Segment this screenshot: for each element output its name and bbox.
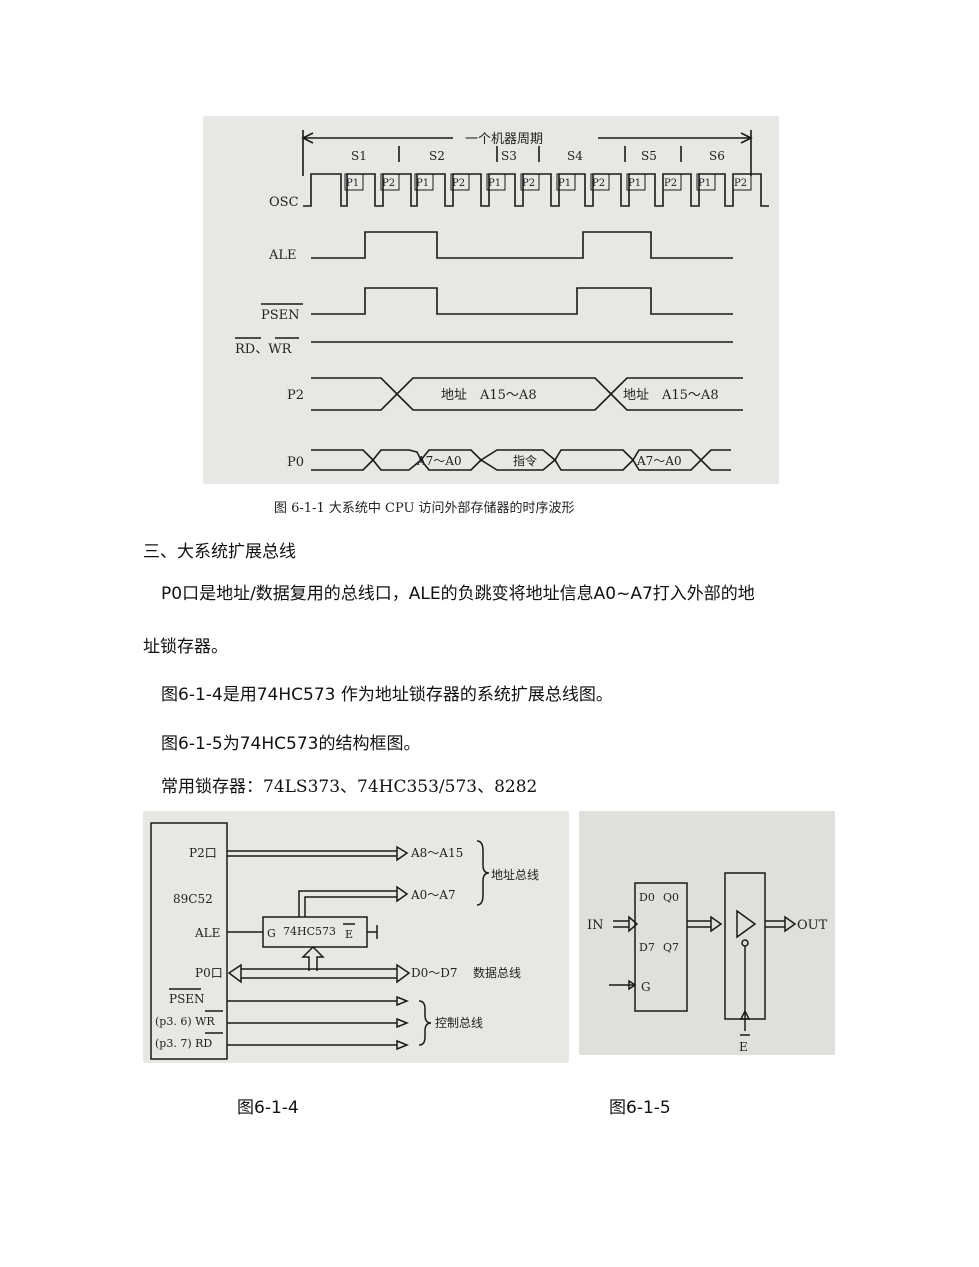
state-s4: S4 bbox=[567, 149, 583, 163]
figure-caption: 图 6-1-1 大系统中 CPU 访问外部存储器的时序波形 bbox=[274, 501, 575, 516]
phase-label: P1 bbox=[698, 178, 711, 189]
phase-label-boxes bbox=[344, 173, 752, 191]
output-label: OUT bbox=[797, 918, 828, 933]
arrow-a-low bbox=[396, 885, 409, 903]
state-s5: S5 bbox=[641, 149, 657, 163]
pin-d0: D0 bbox=[639, 891, 655, 904]
latch-pin-g: G bbox=[267, 927, 276, 940]
port-p2: P2口 bbox=[189, 846, 217, 860]
phase-label: P1 bbox=[488, 178, 501, 189]
machine-cycle-label: 一个机器周期 bbox=[465, 132, 543, 147]
p2-address-2: 地址 A15～A8 bbox=[623, 388, 719, 403]
psen-waveform bbox=[311, 287, 733, 315]
latch-pin-e: E bbox=[345, 928, 353, 941]
p2-bus-bottom bbox=[311, 392, 743, 411]
pin-g: G bbox=[641, 980, 651, 994]
phase-label: P2 bbox=[522, 178, 535, 189]
latch-name: 74HC573 bbox=[283, 925, 336, 938]
timing-diagram-figure: 一个机器周期 S1 S2 S3 S4 S5 S6 P1 P2 P1 P2 P1 … bbox=[203, 116, 779, 484]
control-bus-label: 控制总线 bbox=[435, 1016, 483, 1030]
p2-address-1: 地址 A15～A8 bbox=[441, 388, 537, 403]
phase-label: P1 bbox=[416, 178, 429, 189]
address-high-lines: A8～A15 bbox=[410, 846, 463, 860]
timing-diagram-svg: 一个机器周期 S1 S2 S3 S4 S5 S6 P1 P2 P1 P2 P1 … bbox=[235, 130, 769, 471]
p0-bus-bottom bbox=[311, 458, 731, 471]
latch-structure-svg: IN OUT D0 Q0 D7 Q7 G E bbox=[587, 872, 828, 1054]
state-s3: S3 bbox=[501, 149, 517, 163]
system-bus-svg: P2口 89C52 ALE P0口 PSEN (p3. 6) WR (p3. 7… bbox=[150, 822, 539, 1060]
p0-address-2: A7～A0 bbox=[636, 454, 682, 468]
p0-bus-top bbox=[311, 449, 731, 462]
system-bus-figure: P2口 89C52 ALE P0口 PSEN (p3. 6) WR (p3. 7… bbox=[143, 811, 569, 1063]
signal-p2: P2 bbox=[287, 388, 304, 403]
address-low-lines: A0～A7 bbox=[410, 888, 456, 902]
state-s1: S1 bbox=[351, 149, 367, 163]
pin-psen: PSEN bbox=[169, 992, 205, 1006]
phase-label: P2 bbox=[734, 178, 747, 189]
signal-rd-wr: RD、WR bbox=[235, 342, 293, 357]
paragraph-line: P0口是地址/数据复用的总线口，ALE的负跳变将地址信息A0~A7打入外部的地 bbox=[161, 584, 755, 604]
paragraph: 常用锁存器：74LS373、74HC353/573、8282 bbox=[161, 777, 538, 797]
paragraph: 图6-1-4是用74HC573 作为地址锁存器的系统扩展总线图。 bbox=[161, 685, 613, 705]
signal-psen: PSEN bbox=[261, 308, 300, 323]
signal-osc: OSC bbox=[269, 195, 299, 210]
pin-d7: D7 bbox=[639, 941, 655, 954]
p2-bus-top bbox=[311, 377, 743, 396]
ale-waveform bbox=[311, 231, 733, 259]
phase-label: P1 bbox=[346, 178, 359, 189]
state-s6: S6 bbox=[709, 149, 725, 163]
p0-instruction: 指令 bbox=[513, 453, 537, 468]
address-bus-brace bbox=[476, 840, 490, 906]
section-heading: 三、大系统扩展总线 bbox=[143, 542, 296, 562]
data-bus-label: 数据总线 bbox=[473, 965, 521, 980]
phase-label: P1 bbox=[558, 178, 571, 189]
state-s2: S2 bbox=[429, 149, 445, 163]
pin-wr: (p3. 6) WR bbox=[155, 1015, 215, 1028]
mcu-name: 89C52 bbox=[173, 892, 213, 906]
arrow-data-right bbox=[396, 963, 411, 984]
pin-q0: Q0 bbox=[663, 891, 679, 904]
pin-rd: (p3. 7) RD bbox=[155, 1037, 212, 1050]
paragraph: 图6-1-5为74HC573的结构框图。 bbox=[161, 734, 421, 754]
buffer-triangle bbox=[736, 909, 757, 939]
pin-q7: Q7 bbox=[663, 941, 679, 954]
paragraph-line: 址锁存器。 bbox=[143, 637, 228, 657]
pin-ale: ALE bbox=[194, 926, 220, 940]
input-label: IN bbox=[587, 918, 604, 933]
latch-structure-figure: IN OUT D0 Q0 D7 Q7 G E bbox=[579, 811, 835, 1055]
arrow-data-left bbox=[227, 963, 242, 984]
phase-label: P2 bbox=[452, 178, 465, 189]
phase-label: P2 bbox=[664, 178, 677, 189]
phase-label: P2 bbox=[592, 178, 605, 189]
data-lines: D0～D7 bbox=[411, 966, 458, 980]
arrow-a-high bbox=[396, 845, 409, 862]
address-bus-label: 地址总线 bbox=[491, 868, 539, 882]
control-bus-brace bbox=[418, 1000, 432, 1046]
signal-ale: ALE bbox=[268, 248, 297, 263]
p0-address-1: A7～A0 bbox=[416, 454, 462, 468]
mcu-block bbox=[150, 822, 228, 1060]
figure-label: 图6-1-5 bbox=[609, 1098, 671, 1118]
phase-label: P2 bbox=[382, 178, 395, 189]
pin-e: E bbox=[739, 1040, 748, 1054]
signal-p0: P0 bbox=[287, 455, 304, 470]
phase-label: P1 bbox=[628, 178, 641, 189]
d-latch-block bbox=[634, 882, 688, 1012]
port-p0: P0口 bbox=[195, 966, 223, 980]
figure-label: 图6-1-4 bbox=[237, 1098, 299, 1118]
